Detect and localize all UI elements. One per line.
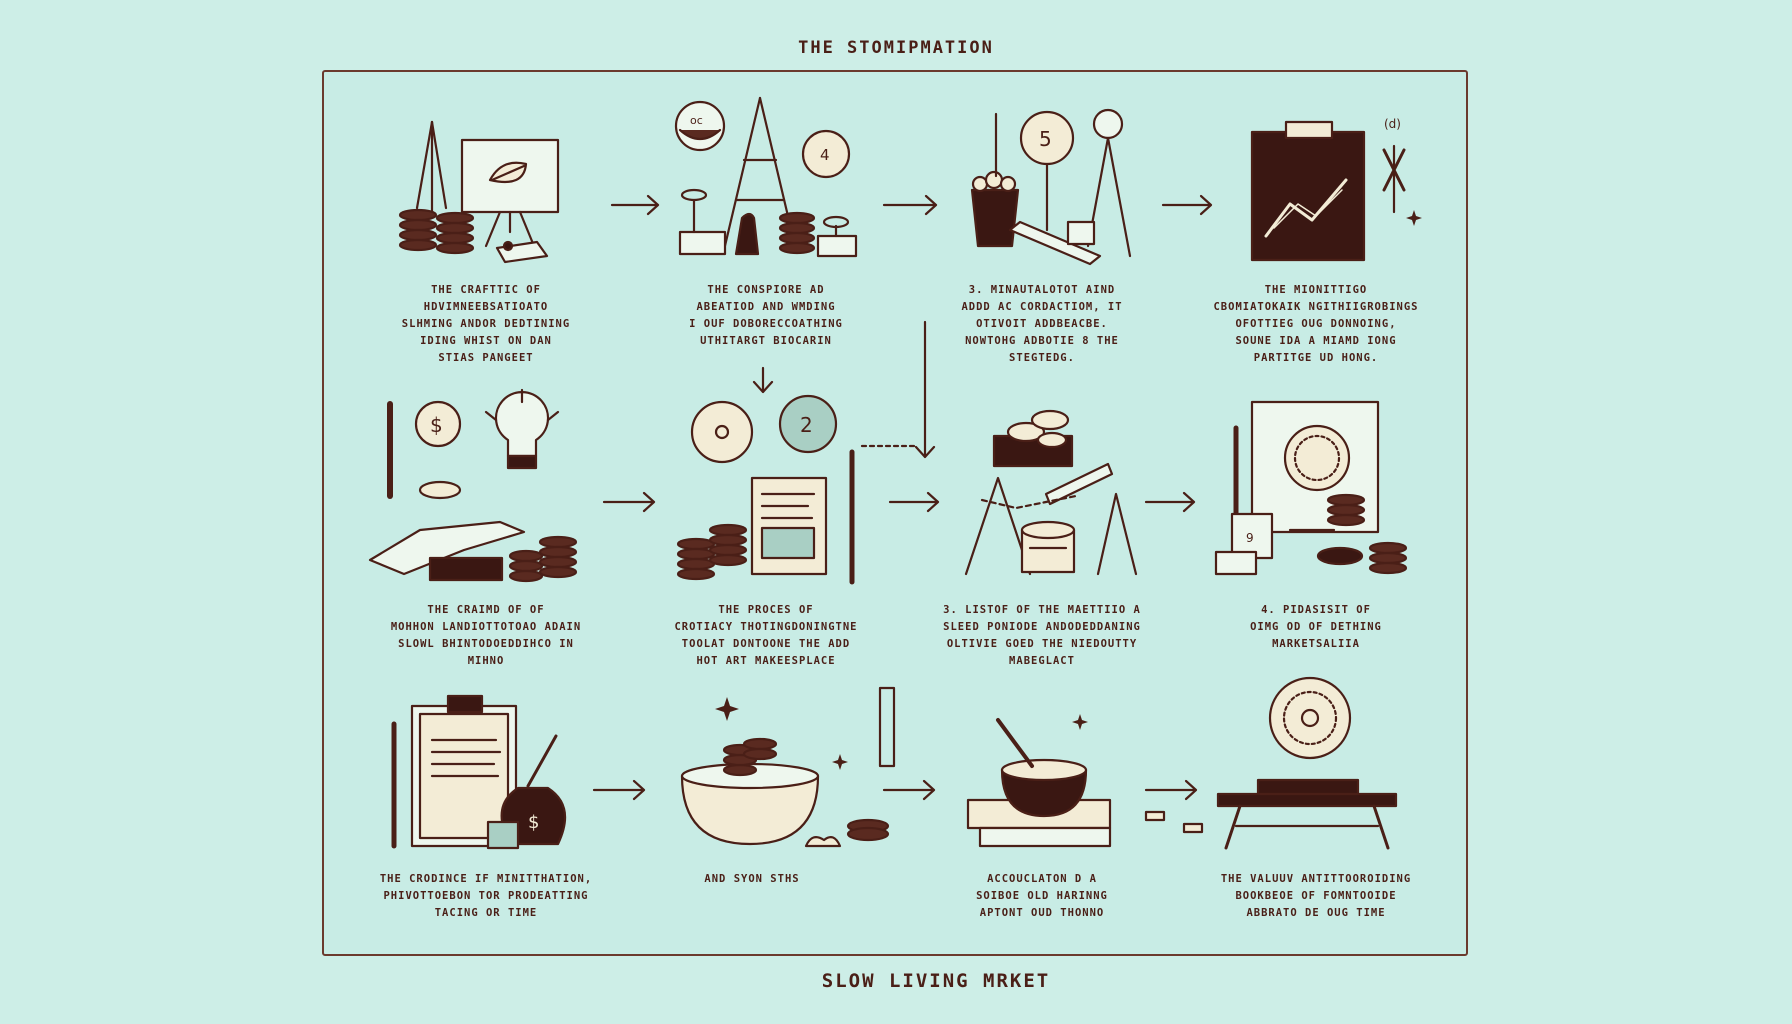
svg-text:2: 2	[800, 413, 813, 437]
page-footer-title: SLOW LIVING MRKET	[821, 970, 1051, 992]
svg-text:9: 9	[1246, 531, 1254, 545]
numbered-discs-icon: 2	[676, 394, 918, 585]
framed-medallion-icon: 9	[1214, 400, 1408, 576]
svg-text:(d): (d)	[1384, 117, 1401, 131]
svg-text:5: 5	[1039, 127, 1052, 151]
flow-arrow-down	[752, 366, 774, 394]
coins-triangles-icon	[964, 409, 1138, 576]
page-title: THE STOMIPMATION	[798, 38, 994, 58]
flow-arrow	[602, 491, 1196, 513]
flow-arrow-down	[914, 320, 936, 459]
cup-scale-icon: 5	[970, 108, 1132, 266]
svg-text:4: 4	[820, 146, 830, 164]
step-caption: THE CRODINCE IF MINITTHATION,PHIVOTTOEBO…	[379, 873, 593, 919]
svg-text:oc: oc	[690, 114, 703, 127]
easel-coins-icon	[398, 120, 560, 264]
svg-text:$: $	[430, 413, 443, 437]
clipboard-moneybag-icon: $	[391, 694, 567, 850]
flow-arrow	[592, 779, 1198, 801]
step-caption: AND SYON STHS	[704, 873, 800, 885]
market-table-icon	[1144, 676, 1398, 850]
growth-chart-icon: (d)	[1250, 117, 1422, 262]
coin-bowl-icon	[680, 686, 896, 848]
bowl-books-icon	[966, 714, 1112, 848]
flow-arrow	[610, 194, 1213, 216]
svg-text:$: $	[528, 812, 539, 833]
ladder-coins-icon: oc 4	[674, 96, 858, 258]
lightbulb-coins-icon: $	[368, 388, 578, 583]
